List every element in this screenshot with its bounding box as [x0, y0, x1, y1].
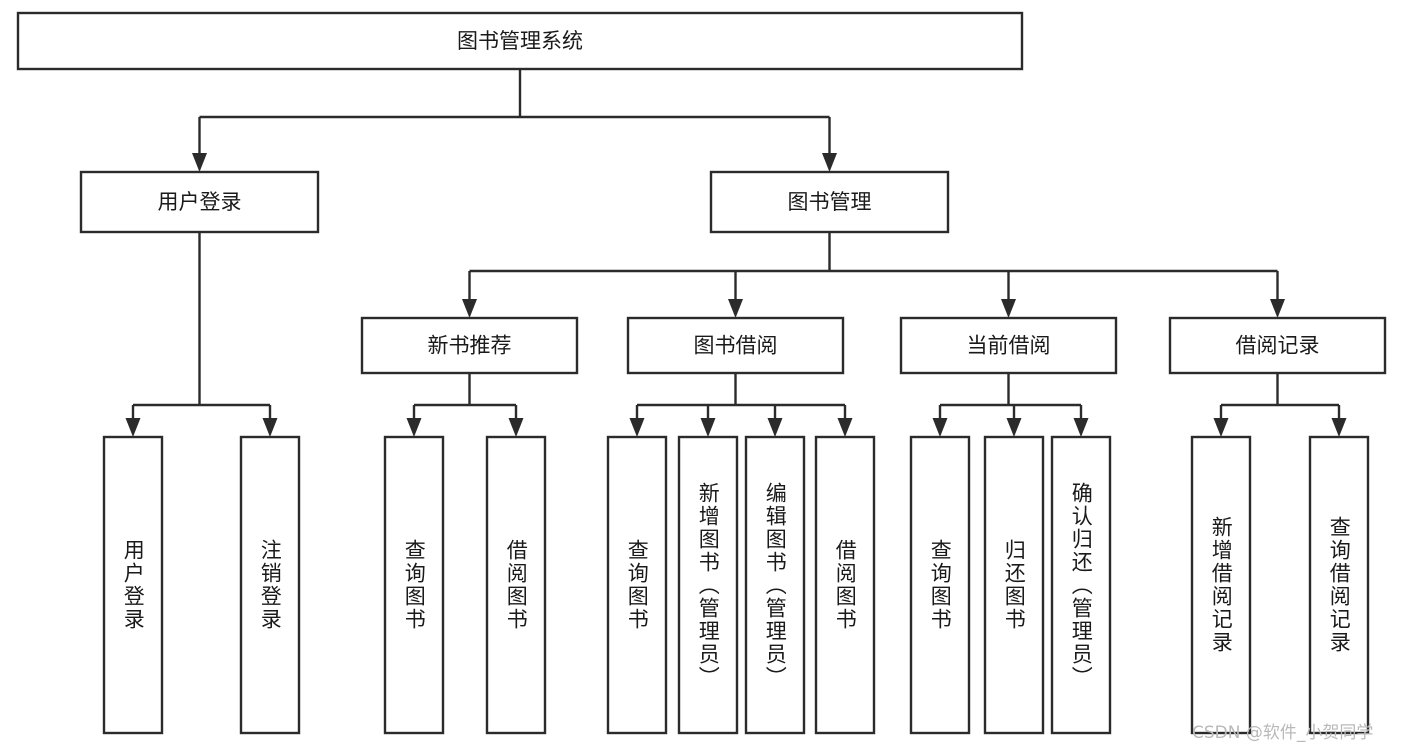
node-box-bookmgmt[interactable]: [709, 170, 950, 234]
node-label-current: 当前借阅: [967, 334, 1051, 358]
csdn-watermark: CSDN @软件_小贺同学: [1192, 723, 1374, 743]
arrow-head-icon: [262, 418, 278, 437]
node-box-leaf-add-record[interactable]: [1190, 435, 1252, 735]
edges-layer: [125, 69, 1347, 437]
node-box-newbook[interactable]: [360, 316, 579, 375]
node-label-newbook: 新书推荐: [428, 334, 512, 358]
arrow-head-icon: [822, 153, 837, 172]
node-box-leaf-user-login[interactable]: [102, 435, 164, 735]
node-box-leaf-add-book[interactable]: [677, 435, 739, 735]
arrow-head-icon: [700, 418, 716, 437]
node-box-login[interactable]: [79, 170, 320, 234]
node-box-current[interactable]: [899, 316, 1118, 375]
arrow-head-icon: [728, 299, 743, 318]
arrow-head-icon: [1001, 299, 1016, 318]
node-box-leaf-query-record[interactable]: [1308, 435, 1370, 735]
node-box-leaf-query-book-3[interactable]: [909, 435, 971, 735]
node-box-leaf-query-book-1[interactable]: [383, 435, 445, 735]
arrow-head-icon: [192, 153, 207, 172]
arrow-head-icon: [837, 418, 853, 437]
node-box-leaf-confirm-return[interactable]: [1050, 435, 1112, 735]
arrow-head-icon: [1073, 418, 1089, 437]
node-box-leaf-query-book-2[interactable]: [606, 435, 668, 735]
node-label-bookmgmt: 图书管理: [788, 190, 872, 214]
arrow-head-icon: [462, 299, 477, 318]
arrow-head-icon: [1270, 299, 1285, 318]
arrow-head-icon: [629, 418, 645, 437]
node-box-leaf-user-logout[interactable]: [239, 435, 301, 735]
node-box-leaf-edit-book[interactable]: [744, 435, 806, 735]
node-box-leaf-borrow-book-2[interactable]: [814, 435, 876, 735]
boxes-layer: [16, 11, 1387, 735]
node-label-record: 借阅记录: [1236, 334, 1320, 358]
arrow-head-icon: [508, 418, 524, 437]
node-box-record[interactable]: [1168, 316, 1387, 375]
arrow-head-icon: [1331, 418, 1347, 437]
arrow-head-icon: [406, 418, 422, 437]
node-box-borrow[interactable]: [626, 316, 845, 375]
node-label-borrow: 图书借阅: [694, 334, 778, 358]
node-label-root: 图书管理系统: [457, 29, 583, 53]
node-box-leaf-return-book[interactable]: [983, 435, 1045, 735]
node-box-root[interactable]: [16, 11, 1024, 71]
arrow-head-icon: [767, 418, 783, 437]
node-box-leaf-borrow-book-1[interactable]: [485, 435, 547, 735]
arrow-head-icon: [1006, 418, 1022, 437]
node-label-login: 用户登录: [158, 190, 242, 214]
arrow-head-icon: [125, 418, 141, 437]
arrow-head-icon: [1213, 418, 1229, 437]
arrow-head-icon: [932, 418, 948, 437]
